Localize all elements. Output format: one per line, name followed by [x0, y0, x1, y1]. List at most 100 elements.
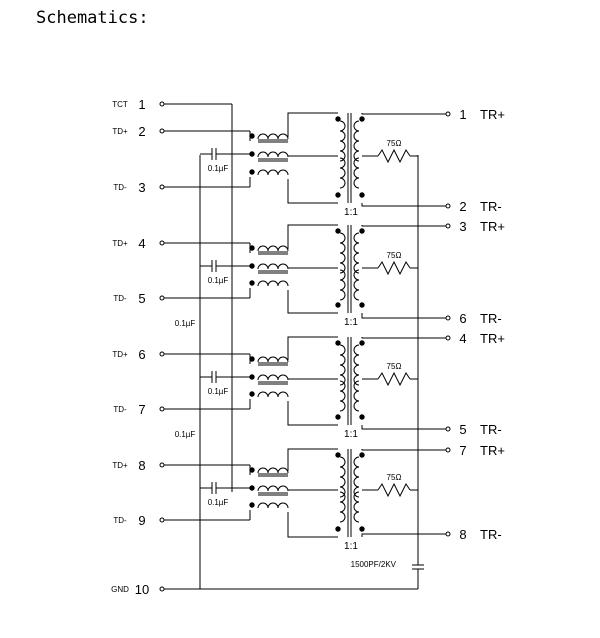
choke-polarity-dot — [249, 169, 255, 175]
cap-label: 0.1µF — [208, 164, 229, 173]
left-pin-label: TD+ — [112, 127, 128, 136]
right-pin-number: 7 — [459, 443, 466, 458]
right-pin-terminal — [445, 315, 451, 321]
choke-winding — [257, 169, 289, 176]
resistor — [377, 260, 411, 276]
transformer-winding — [339, 120, 346, 162]
left-pin-label: TD- — [113, 294, 127, 303]
turns-ratio-label: 1:1 — [344, 207, 358, 218]
transformer-polarity-dot — [359, 116, 365, 122]
right-pin-number: 4 — [459, 331, 466, 346]
resistor-label: 75Ω — [387, 473, 402, 482]
transformer-winding — [339, 491, 346, 523]
left-pin-number: 6 — [138, 347, 145, 362]
right-pin-number: 5 — [459, 422, 466, 437]
resistor-label: 75Ω — [387, 362, 402, 371]
left-pin-label: TD- — [113, 183, 127, 192]
left-pin-terminal — [159, 462, 165, 468]
tr-plus-wire — [361, 337, 446, 339]
tr-minus-wire — [361, 425, 446, 430]
transformer-polarity-dot — [359, 526, 365, 532]
transformer-winding — [353, 157, 360, 189]
transformer-winding — [353, 491, 360, 523]
hv-cap-label: 1500PF/2KV — [351, 560, 397, 569]
left-pin-number: 10 — [135, 582, 149, 597]
right-pin-terminal — [445, 111, 451, 117]
left-pin-number: 7 — [138, 402, 145, 417]
choke-out-wire — [287, 448, 338, 471]
transformer-winding — [339, 344, 346, 386]
left-pin-label: TD+ — [112, 239, 128, 248]
choke-winding — [257, 280, 289, 287]
transformer-polarity-dot — [359, 452, 365, 458]
left-pin-terminal — [159, 128, 165, 134]
left-pin-number: 8 — [138, 458, 145, 473]
choke-out-wire — [287, 224, 338, 249]
left-pin-label: TD+ — [112, 461, 128, 470]
choke-winding — [257, 151, 289, 158]
tr-minus-wire — [361, 533, 446, 537]
tr-minus-wire — [361, 313, 446, 319]
choke-polarity-dot — [249, 356, 255, 362]
resistor — [377, 371, 411, 387]
left-pin-terminal — [159, 240, 165, 246]
right-pin-label: TR- — [480, 422, 502, 437]
right-pin-label: TR- — [480, 527, 502, 542]
left-pin-number: 2 — [138, 124, 145, 139]
transformer-winding — [339, 456, 346, 498]
transformer-polarity-dot — [335, 452, 341, 458]
right-pin-label: TR+ — [480, 443, 505, 458]
choke-winding — [257, 391, 289, 398]
choke-winding — [257, 245, 289, 252]
transformer-polarity-dot — [335, 116, 341, 122]
transformer-winding — [339, 232, 346, 274]
cap-label: 0.1µF — [175, 430, 196, 439]
left-pin-number: 9 — [138, 513, 145, 528]
choke-polarity-dot — [249, 391, 255, 397]
left-pin-label: GND — [111, 585, 129, 594]
choke-polarity-dot — [249, 485, 255, 491]
choke-polarity-dot — [249, 374, 255, 380]
choke-polarity-dot — [249, 280, 255, 286]
transformer-winding — [353, 269, 360, 301]
left-pin-number: 5 — [138, 291, 145, 306]
right-pin-terminal — [445, 426, 451, 432]
choke-polarity-dot — [249, 263, 255, 269]
right-pin-number: 1 — [459, 107, 466, 122]
left-pin-number: 1 — [138, 97, 145, 112]
right-pin-number: 8 — [459, 527, 466, 542]
transformer-winding — [353, 380, 360, 412]
tr-plus-wire — [361, 113, 446, 115]
left-pin-terminal — [159, 351, 165, 357]
choke-out-wire — [287, 112, 338, 137]
left-pin-terminal — [159, 406, 165, 412]
choke-polarity-dot — [249, 245, 255, 251]
resistor — [377, 482, 411, 498]
right-pin-label: TR- — [480, 199, 502, 214]
tr-plus-wire — [361, 449, 446, 451]
transformer-polarity-dot — [359, 340, 365, 346]
right-pin-number: 2 — [459, 199, 466, 214]
transformer-winding — [353, 232, 360, 274]
right-pin-terminal — [445, 203, 451, 209]
right-pin-terminal — [445, 335, 451, 341]
choke-winding — [257, 263, 289, 270]
choke-winding — [257, 133, 289, 140]
right-pin-label: TR+ — [480, 219, 505, 234]
right-pin-number: 3 — [459, 219, 466, 234]
cap-label: 0.1µF — [208, 276, 229, 285]
choke-out-wire — [287, 290, 338, 314]
transformer-polarity-dot — [335, 526, 341, 532]
left-pin-terminal — [159, 517, 165, 523]
choke-winding — [257, 485, 289, 492]
transformer-polarity-dot — [335, 414, 341, 420]
transformer-winding — [339, 380, 346, 412]
left-pin-terminal — [159, 295, 165, 301]
resistor-label: 75Ω — [387, 251, 402, 260]
transformer-polarity-dot — [359, 192, 365, 198]
left-pin-terminal — [159, 101, 165, 107]
right-pin-label: TR- — [480, 311, 502, 326]
choke-winding — [257, 374, 289, 381]
left-pin-terminal — [159, 184, 165, 190]
transformer-winding — [339, 269, 346, 301]
